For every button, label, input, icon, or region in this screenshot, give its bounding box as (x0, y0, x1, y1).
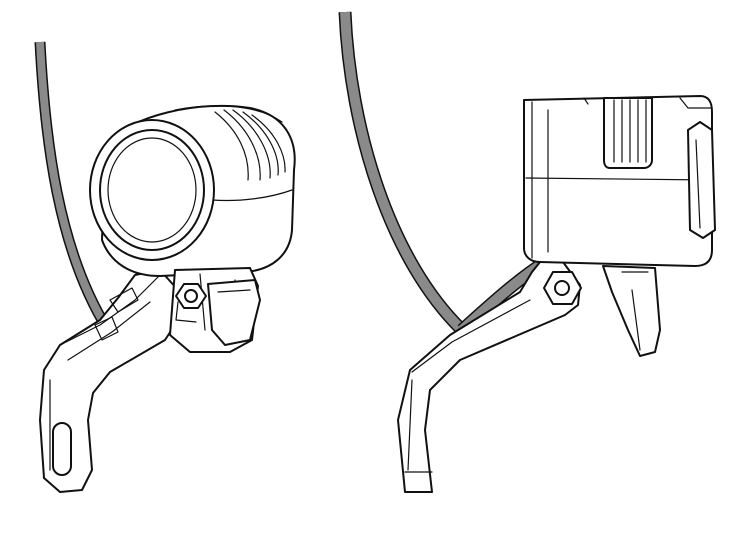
side-view (338, 11, 716, 493)
cooling-fins (214, 109, 286, 181)
mounting-slot (52, 422, 72, 476)
cable (338, 11, 549, 335)
mounting-bracket (39, 269, 187, 493)
tab (602, 265, 661, 357)
tab (207, 279, 261, 346)
hex-bolt (543, 271, 582, 305)
lamp-housing (523, 95, 716, 267)
hex-bolt (175, 283, 207, 323)
mounting-bracket (397, 257, 581, 493)
cooling-fins (603, 97, 653, 169)
front-three-quarter-view (34, 41, 296, 493)
lens (89, 119, 215, 261)
